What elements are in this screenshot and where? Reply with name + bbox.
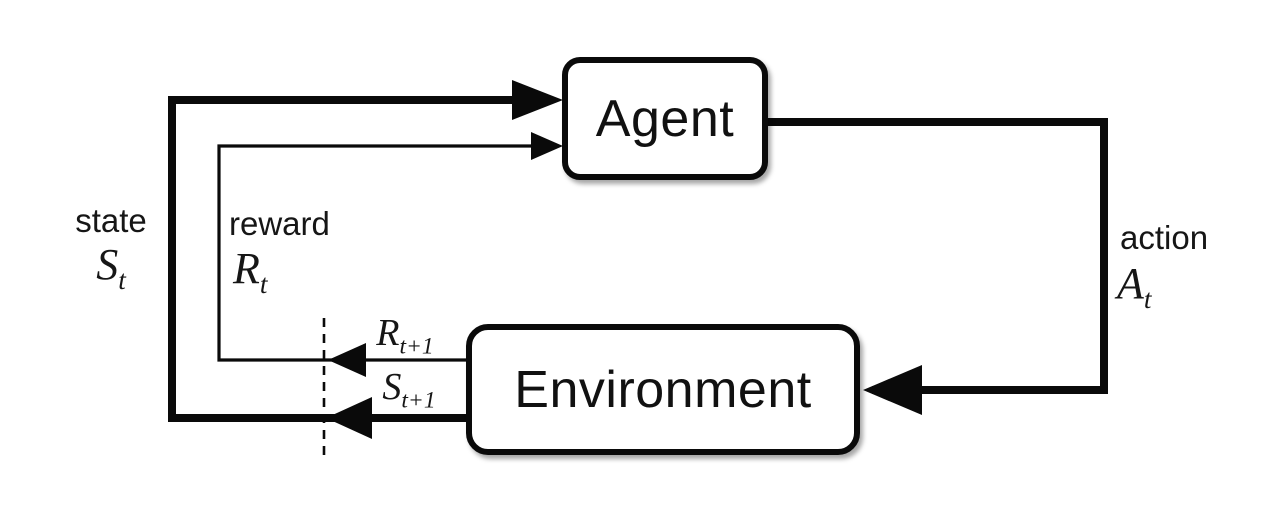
state-word-label: state xyxy=(75,202,147,239)
next-state-symbol-subscript: t+1 xyxy=(401,387,436,414)
state-arrowhead-icon xyxy=(512,80,563,120)
reward-symbol-subscript: t xyxy=(259,268,268,299)
action-word-label: action xyxy=(1120,219,1209,256)
action-symbol-label: At xyxy=(1117,259,1151,313)
reward-arrowhead-icon xyxy=(531,132,563,160)
reward-symbol-base: R xyxy=(233,244,260,293)
action-arrowhead-icon xyxy=(863,365,922,415)
next-state-symbol-label: St+1 xyxy=(354,366,464,412)
environment-box-label: Environment xyxy=(514,360,812,419)
action-symbol-subscript: t xyxy=(1143,283,1152,314)
action-symbol-base: A xyxy=(1117,259,1144,308)
next-reward-symbol-label: Rt+1 xyxy=(350,312,460,358)
reward-word-label: reward xyxy=(229,205,330,242)
environment-box: Environment xyxy=(466,324,860,455)
state-wire xyxy=(168,96,518,422)
next-state-symbol-base: S xyxy=(382,366,402,408)
state-symbol-label: St xyxy=(61,240,161,294)
state-symbol-base: S xyxy=(96,240,119,289)
state-symbol-subscript: t xyxy=(118,264,126,295)
next-reward-symbol-subscript: t+1 xyxy=(399,333,434,360)
next-reward-arrowhead-icon xyxy=(328,343,366,377)
agent-box: Agent xyxy=(562,57,768,180)
agent-box-label: Agent xyxy=(595,89,735,148)
action-wire xyxy=(768,118,1108,394)
next-reward-symbol-base: R xyxy=(376,312,400,354)
next-state-arrowhead-icon xyxy=(326,397,372,439)
reward-symbol-label: Rt xyxy=(233,244,267,298)
